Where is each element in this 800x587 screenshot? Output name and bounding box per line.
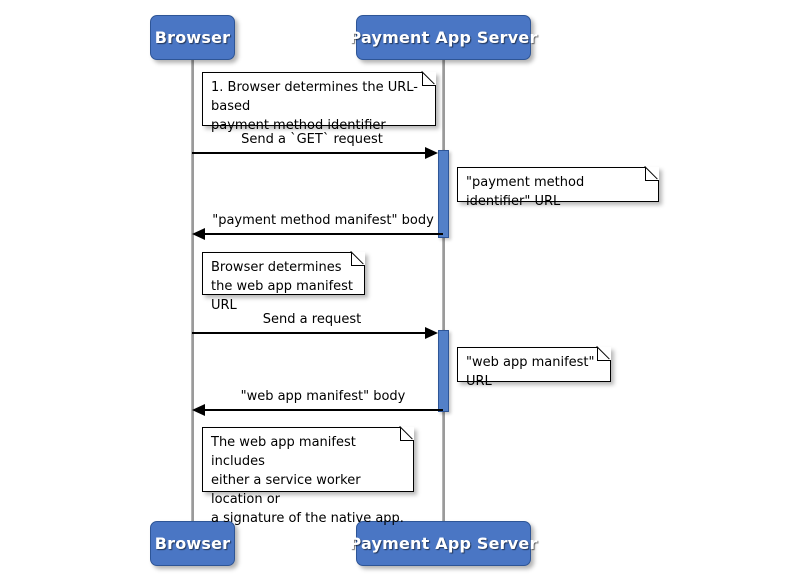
note-fold-corner-icon — [422, 72, 436, 86]
arrowhead-left-icon — [192, 404, 205, 416]
note-fold-corner-icon — [645, 167, 659, 181]
note-url-based-identifier: 1. Browser determines the URL-based paym… — [202, 72, 436, 133]
lifeline-browser — [191, 58, 194, 522]
note-payment-method-identifier-url: "payment method identifier" URL — [457, 167, 659, 209]
message-line — [192, 332, 432, 334]
arrowhead-right-icon — [425, 147, 438, 159]
note-line: a signature of the native app. — [211, 511, 404, 526]
lifeline-payment-app-server — [442, 58, 445, 522]
message-line — [192, 152, 432, 154]
note-line: "payment method identifier" URL — [466, 175, 585, 209]
message-label: "web app manifest" body — [240, 389, 406, 404]
note-line: payment method identifier — [211, 118, 386, 133]
participant-browser-bottom[interactable]: Browser — [150, 521, 235, 566]
note-browser-determines-web-app-manifest-url: Browser determines the web app manifest … — [202, 252, 365, 313]
arrowhead-right-icon — [425, 327, 438, 339]
activation-bar-server-2 — [438, 330, 449, 412]
message-label: "payment method manifest" body — [212, 213, 434, 228]
note-line: either a service worker location or — [211, 473, 361, 507]
arrowhead-left-icon — [192, 228, 205, 240]
message-line — [203, 233, 443, 235]
note-fold-corner-icon — [597, 347, 611, 361]
note-fold-corner-icon — [400, 427, 414, 441]
note-line: 1. Browser determines the URL-based — [211, 80, 418, 114]
message-label: Send a `GET` request — [241, 132, 383, 147]
message-label: Send a request — [262, 312, 362, 327]
note-web-app-manifest-includes: The web app manifest includes either a s… — [202, 427, 414, 526]
activation-bar-server-1 — [438, 150, 449, 238]
note-web-app-manifest-url: "web app manifest" URL — [457, 347, 611, 389]
message-line — [203, 409, 443, 411]
note-line: "web app manifest" URL — [466, 355, 595, 389]
note-line: the web app manifest URL — [211, 279, 354, 313]
note-line: The web app manifest includes — [211, 435, 356, 469]
participant-payment-app-server-bottom[interactable]: Payment App Server — [349, 521, 537, 566]
participant-browser-top[interactable]: Browser — [150, 15, 235, 60]
note-line: Browser determines — [211, 260, 342, 275]
participant-payment-app-server-top[interactable]: Payment App Server — [349, 15, 537, 60]
note-fold-corner-icon — [351, 252, 365, 266]
